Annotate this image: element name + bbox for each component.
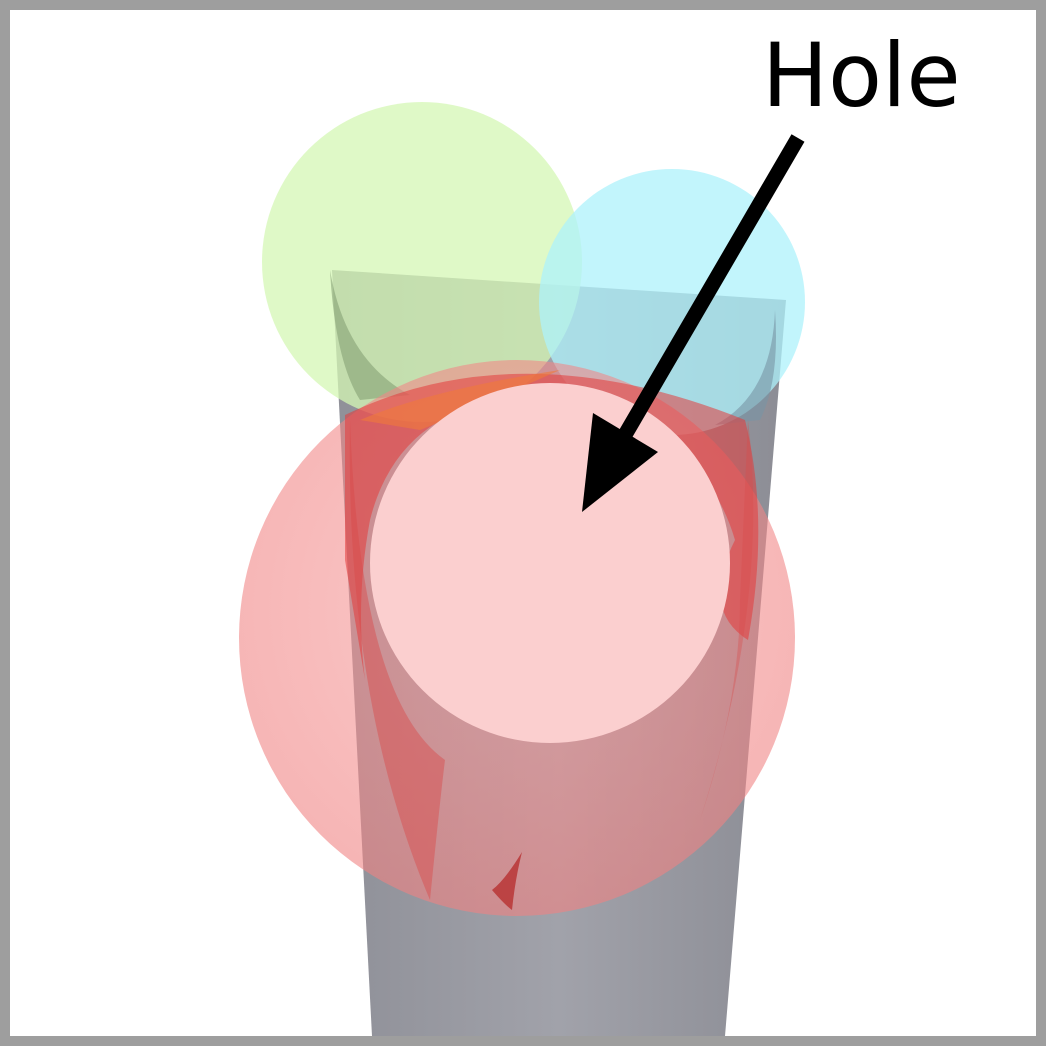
arrow-down-left-icon [582, 413, 658, 512]
hole-disc [370, 383, 730, 743]
hole-label: Hole [762, 24, 961, 127]
right-fold [700, 420, 754, 820]
arrow-shaft [615, 134, 805, 444]
bottom-crease [492, 852, 522, 910]
left-fold [349, 420, 445, 900]
orange-overlap [360, 370, 560, 430]
cyan-sphere-cusp [715, 310, 776, 425]
hole-rim [345, 373, 759, 680]
green-sphere-cusp [330, 270, 410, 400]
